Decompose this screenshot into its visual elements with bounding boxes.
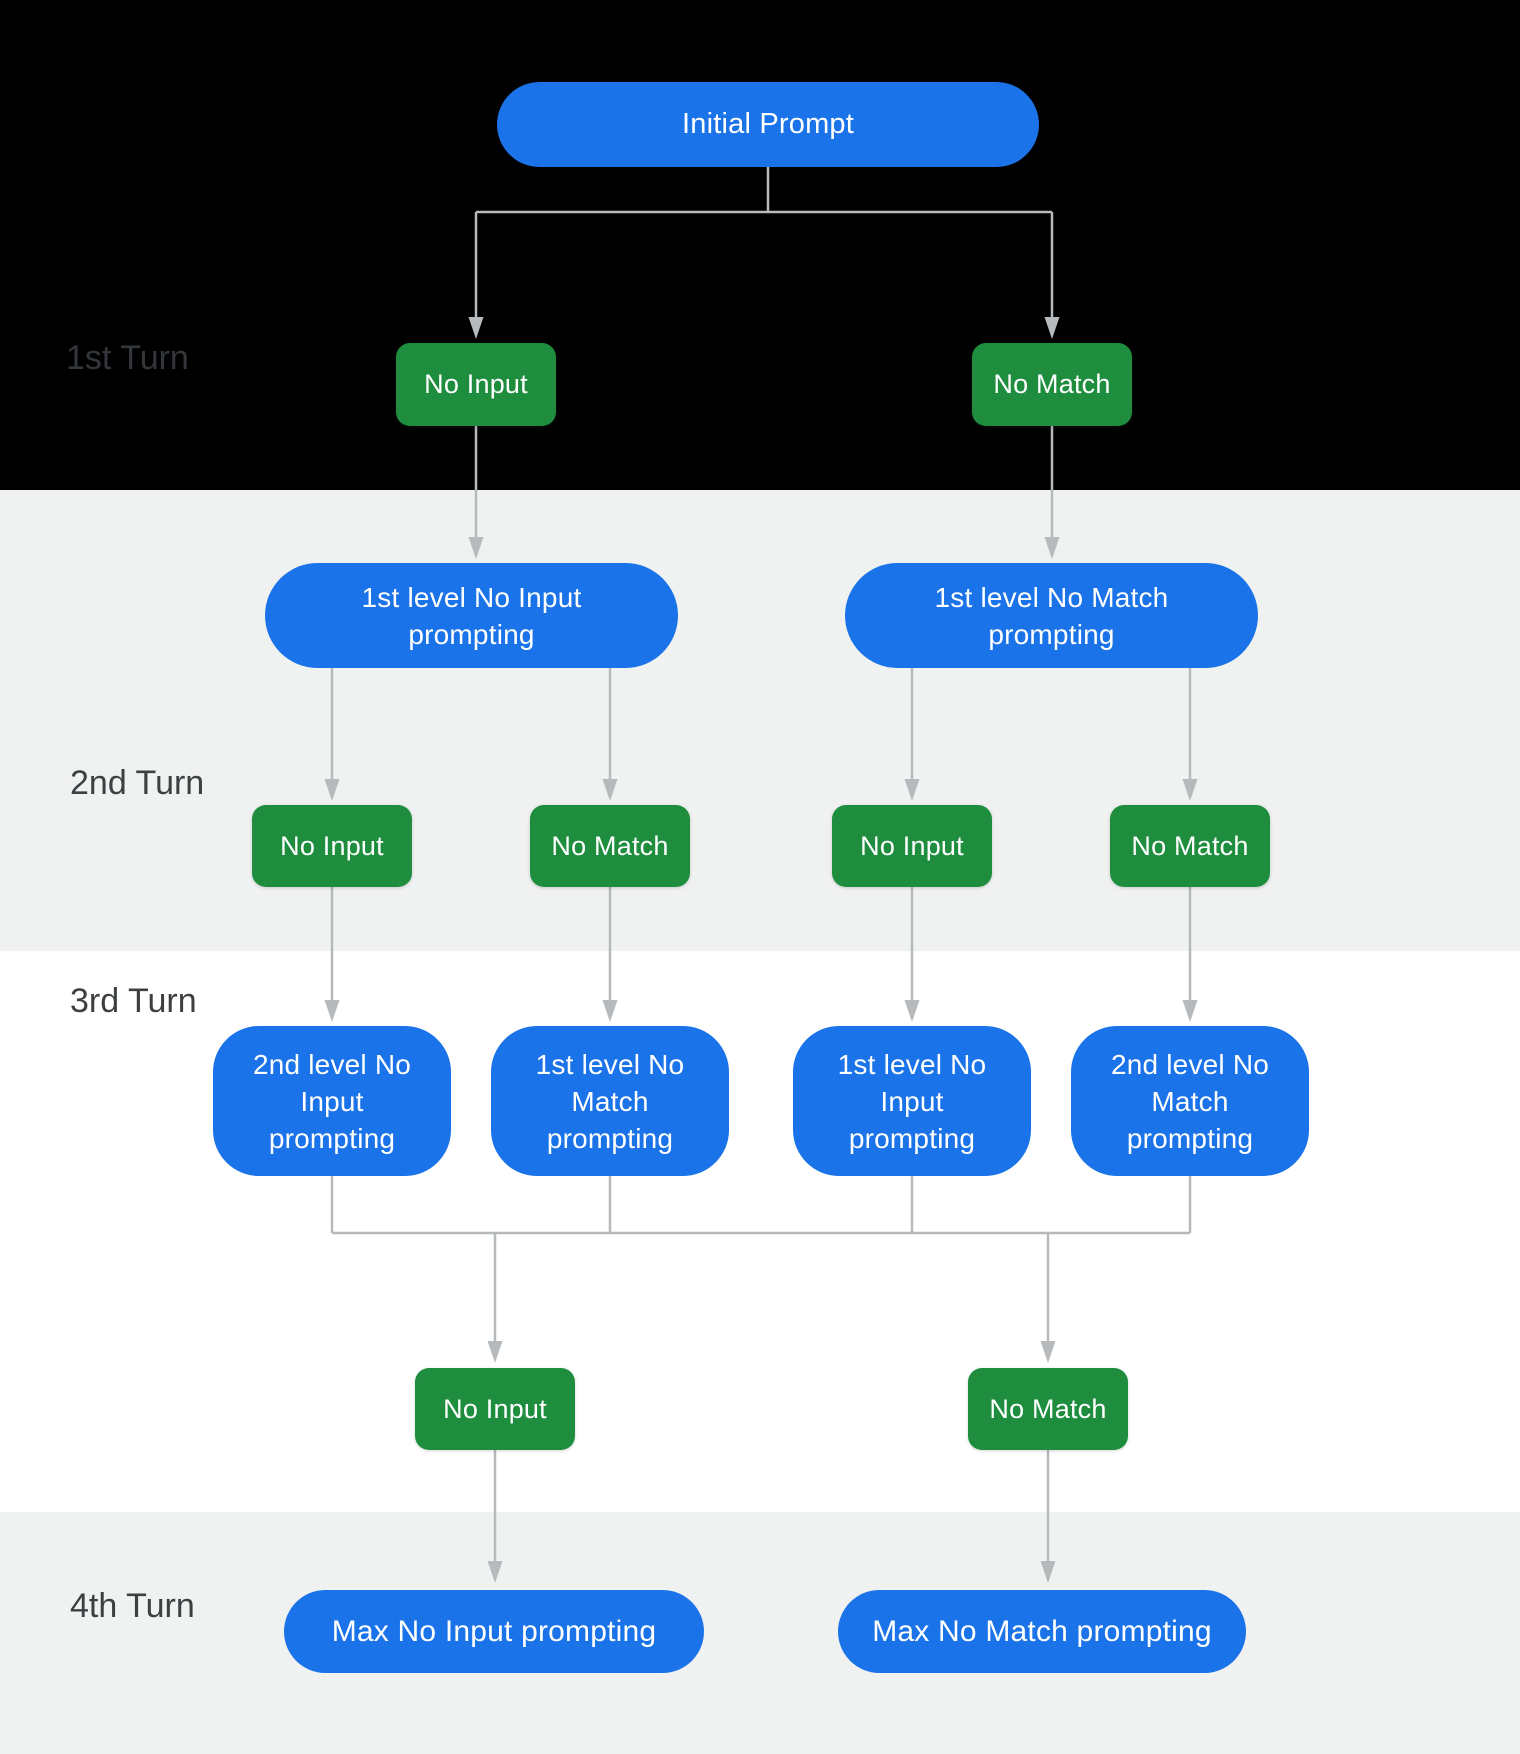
node-turn3-no-input: No Input [415,1368,575,1450]
node-turn3-level1-no-input-prompting: 1st level No Input prompting [793,1026,1031,1176]
node-max-no-input-prompting: Max No Input prompting [284,1590,704,1673]
node-turn2-no-match-b: No Match [1110,805,1270,887]
node-turn2-no-match-a: No Match [530,805,690,887]
turn4-band [0,1512,1520,1754]
turn1-band [0,0,1520,490]
node-turn2-no-input-b: No Input [832,805,992,887]
turn-label-1st: 1st Turn [66,339,189,377]
node-turn1-no-input: No Input [396,343,556,426]
node-turn3-no-match: No Match [968,1368,1128,1450]
turn-label-3rd: 3rd Turn [70,982,197,1020]
node-max-no-match-prompting: Max No Match prompting [838,1590,1246,1673]
node-turn3-level1-no-match-prompting: 1st level No Match prompting [491,1026,729,1176]
node-turn3-level2-no-match-prompting: 2nd level No Match prompting [1071,1026,1309,1176]
node-turn3-level2-no-input-prompting: 2nd level No Input prompting [213,1026,451,1176]
node-level1-no-match-prompting: 1st level No Match prompting [845,563,1258,668]
node-turn2-no-input-a: No Input [252,805,412,887]
turn-label-4th: 4th Turn [70,1587,195,1625]
node-initial-prompt: Initial Prompt [497,82,1039,167]
node-level1-no-input-prompting: 1st level No Input prompting [265,563,678,668]
node-turn1-no-match: No Match [972,343,1132,426]
turn-label-2nd: 2nd Turn [70,764,205,802]
